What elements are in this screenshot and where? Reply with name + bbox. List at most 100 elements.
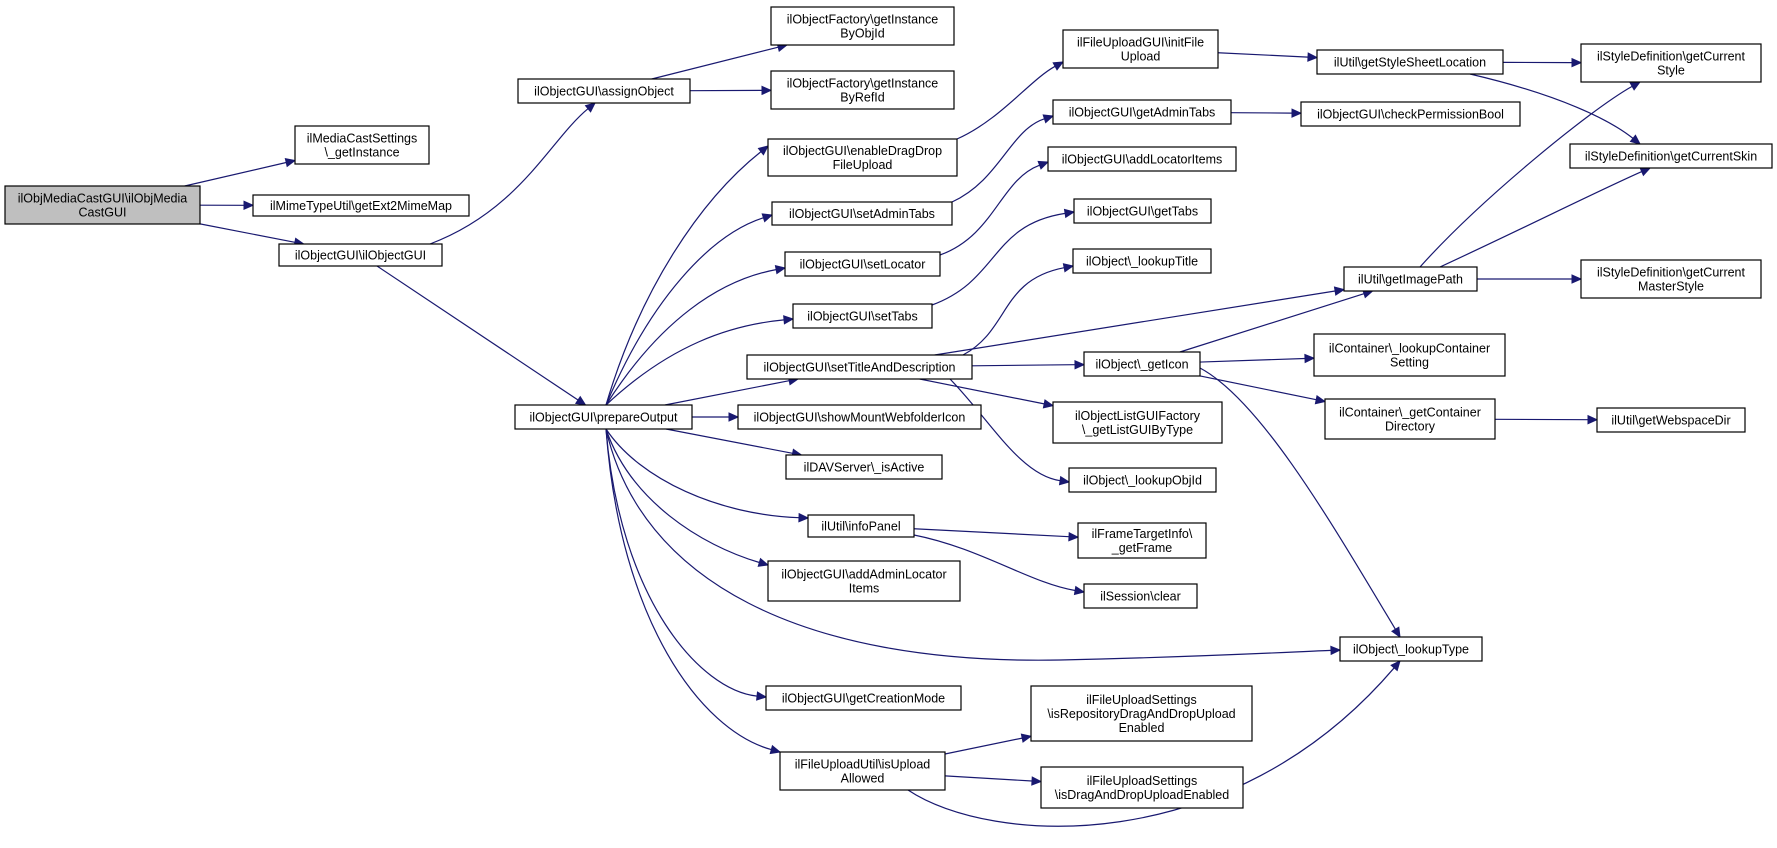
edge-prep-gcm <box>605 428 768 701</box>
arrowhead <box>798 512 810 523</box>
edge-gicon-ltype <box>1199 367 1401 639</box>
node-label: ilFrameTargetInfo\ <box>1092 527 1193 541</box>
node-label: ilObjectGUI\checkPermissionBool <box>1317 108 1504 122</box>
node-sdsk[interactable]: ilStyleDefinition\getCurrentSkin <box>1569 143 1773 169</box>
node-label: ilDAVServer\_isActive <box>804 461 925 475</box>
edge-line <box>1199 357 1306 363</box>
edge-ifu-gssl <box>1217 52 1319 62</box>
node-label: ilObject\_getIcon <box>1095 358 1188 372</box>
node-sat[interactable]: ilObjectGUI\setAdminTabs <box>771 201 953 226</box>
node-mcs[interactable]: ilMediaCastSettings\_getInstance <box>294 125 430 165</box>
node-label: ByRefId <box>840 91 885 105</box>
node-ali[interactable]: ilObjectGUI\addLocatorItems <box>1047 146 1237 172</box>
node-info[interactable]: ilUtil\infoPanel <box>807 514 915 538</box>
node-ftgf[interactable]: ilFrameTargetInfo\_getFrame <box>1077 522 1207 559</box>
arrowhead <box>1571 57 1583 68</box>
node-dav[interactable]: ilDAVServer\_isActive <box>785 454 943 480</box>
node-fusd[interactable]: ilFileUploadSettings\isDragAndDropUpload… <box>1040 766 1244 809</box>
arrowhead <box>774 265 787 275</box>
node-label: ByObjId <box>840 27 885 41</box>
edge-gat-cpb <box>1230 108 1303 118</box>
node-box <box>1030 685 1253 742</box>
node-box <box>252 194 470 217</box>
node-box <box>1324 398 1496 440</box>
node-box <box>1596 407 1746 433</box>
node-gtabs[interactable]: ilObjectGUI\getTabs <box>1073 198 1212 224</box>
arrowhead <box>757 557 770 567</box>
node-label: Enabled <box>1119 721 1165 735</box>
node-gat[interactable]: ilObjectGUI\getAdminTabs <box>1052 99 1232 125</box>
node-prep[interactable]: ilObjectGUI\prepareOutput <box>514 404 693 430</box>
node-box <box>767 138 958 177</box>
node-gcm[interactable]: ilObjectGUI\getCreationMode <box>765 685 962 711</box>
arrowhead <box>1020 733 1033 743</box>
node-gwd[interactable]: ilUtil\getWebspaceDir <box>1596 407 1746 433</box>
arrowhead <box>769 744 782 755</box>
arrowhead <box>1587 414 1599 425</box>
edge-assign-gibr <box>689 85 773 96</box>
node-label: ilObjectGUI\getTabs <box>1087 205 1198 219</box>
edge-line <box>1179 293 1365 353</box>
node-label: ilObjMediaCastGUI\ilObjMedia <box>18 192 188 206</box>
node-root[interactable]: ilObjMediaCastGUI\ilObjMediaCastGUI <box>4 185 201 225</box>
edge-gip-sdms <box>1477 274 1583 284</box>
node-label: \isDragAndDropUploadEnabled <box>1055 788 1229 802</box>
arrowhead <box>1052 61 1065 71</box>
node-box <box>1339 636 1483 662</box>
edge-ogui-assign <box>429 102 596 245</box>
node-box <box>1083 583 1198 609</box>
edge-gicon-gcd <box>1199 375 1327 405</box>
node-label: ilObjectGUI\setTitleAndDescription <box>764 361 956 375</box>
node-assign[interactable]: ilObjectGUI\assignObject <box>517 78 691 104</box>
edge-prep-aali <box>605 428 770 567</box>
node-stad[interactable]: ilObjectGUI\setTitleAndDescription <box>746 354 973 380</box>
arrowhead <box>761 85 773 96</box>
node-loi[interactable]: ilObject\_lookupObjId <box>1068 467 1217 493</box>
node-gssl[interactable]: ilUtil\getStyleSheetLocation <box>1316 49 1504 75</box>
node-cpb[interactable]: ilObjectGUI\checkPermissionBool <box>1300 101 1521 127</box>
node-mime[interactable]: ilMimeTypeUtil\getExt2MimeMap <box>252 194 470 217</box>
node-sess[interactable]: ilSession\clear <box>1083 583 1198 609</box>
edge-assign-gibo <box>651 42 789 80</box>
arrowhead <box>1068 531 1080 542</box>
node-sloc[interactable]: ilObjectGUI\setLocator <box>784 251 941 277</box>
edge-line <box>605 428 800 519</box>
node-ogui[interactable]: ilObjectGUI\ilObjectGUI <box>278 243 443 267</box>
node-stabs[interactable]: ilObjectGUI\setTabs <box>792 303 933 329</box>
node-fusr[interactable]: ilFileUploadSettings\isRepositoryDragAnd… <box>1030 685 1253 742</box>
node-label: ilFileUploadGUI\initFile <box>1077 36 1204 50</box>
edge-line <box>1199 375 1317 401</box>
edge-prep-stad <box>664 376 800 406</box>
node-smwi[interactable]: ilObjectGUI\showMountWebfolderIcon <box>737 404 982 430</box>
node-olgf[interactable]: ilObjectListGUIFactory\_getListGUIByType <box>1052 401 1223 444</box>
node-box <box>792 303 933 329</box>
edge-stad-loi <box>949 378 1071 486</box>
edge-sloc-ali <box>939 160 1050 256</box>
node-gip[interactable]: ilUtil\getImagePath <box>1343 266 1478 292</box>
edge-line <box>376 265 579 401</box>
node-gicon[interactable]: ilObject\_getIcon <box>1083 351 1201 377</box>
node-box <box>4 185 201 225</box>
edge-line <box>605 151 762 406</box>
node-lt[interactable]: ilObject\_lookupTitle <box>1072 248 1212 274</box>
arrowhead <box>1629 81 1642 91</box>
node-ltype[interactable]: ilObject\_lookupType <box>1339 636 1483 662</box>
edge-line <box>665 428 793 454</box>
edge-line <box>1469 73 1634 139</box>
node-label: ilFileUploadSettings <box>1086 693 1196 707</box>
node-box <box>784 251 941 277</box>
arrowhead <box>1073 585 1086 596</box>
edge-line <box>934 290 1336 356</box>
node-label: ilObjectGUI\getCreationMode <box>782 692 945 706</box>
